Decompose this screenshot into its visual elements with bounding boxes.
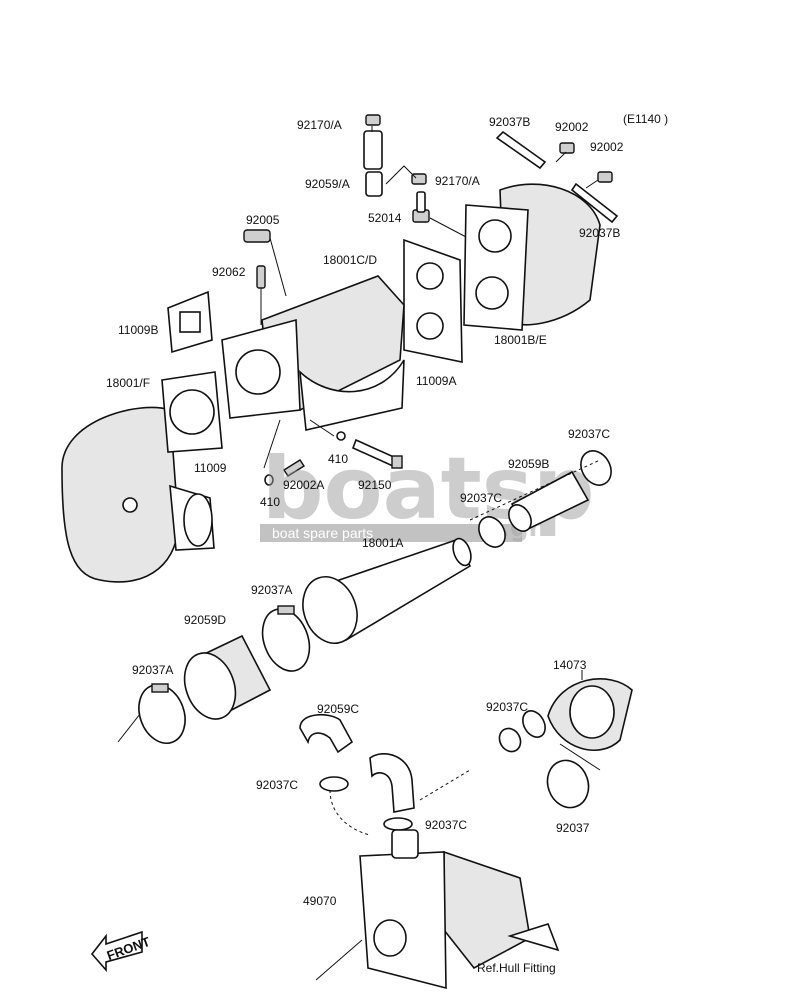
label-18001f: 18001/F xyxy=(106,376,150,390)
clamp-92037c-top xyxy=(580,450,612,486)
gasket-11009a xyxy=(403,238,463,363)
label-49070: 49070 xyxy=(303,894,337,908)
label-92059a: 92059/A xyxy=(305,177,350,191)
label-92037a-lower: 92037A xyxy=(132,663,173,677)
diagram-code: (E1140 ) xyxy=(623,112,668,126)
bolt-92002a xyxy=(283,459,305,477)
label-92062: 92062 xyxy=(212,265,246,279)
exhaust-manifold-18001be xyxy=(463,183,601,331)
washer-410-a xyxy=(336,431,346,441)
sleeve-92059d xyxy=(183,634,272,720)
clamp-92037c-right xyxy=(498,727,522,753)
label-410-a: 410 xyxy=(328,452,348,466)
fitting-52014 xyxy=(412,191,430,223)
label-11009: 11009 xyxy=(194,461,227,475)
label-92170a-side: 92170/A xyxy=(435,174,480,188)
clamp-92037b-right xyxy=(570,182,619,224)
label-92170a-top: 92170/A xyxy=(297,118,342,132)
clamp-92170a-side xyxy=(411,173,427,185)
label-92037c-mid: 92037C xyxy=(460,491,502,505)
label-18001a: 18001A xyxy=(362,536,403,550)
label-92037c-right: 92037C xyxy=(486,700,528,714)
gasket-11009 xyxy=(161,371,223,453)
label-92002a: 92002A xyxy=(283,478,324,492)
label-92005: 92005 xyxy=(246,213,280,227)
bolt-92002-top xyxy=(555,142,575,163)
label-410-b: 410 xyxy=(260,495,280,509)
clamp-92037c-left xyxy=(319,776,349,792)
label-18001cd: 18001C/D xyxy=(323,253,377,267)
label-92037b-right: 92037B xyxy=(579,226,620,240)
label-92037c-bottom: 92037C xyxy=(425,818,467,832)
label-11009a: 11009A xyxy=(416,374,456,388)
label-92002-right: 92002 xyxy=(590,140,624,154)
washer-410-b xyxy=(264,474,274,486)
exhaust-chamber-18001f xyxy=(61,406,215,583)
label-ref-hull-fitting: Ref.Hull Fitting xyxy=(477,961,556,975)
bolt-92002-right xyxy=(585,171,613,189)
pin-92062 xyxy=(256,265,266,289)
hose-92059a xyxy=(363,130,383,197)
clamp-92170a-top xyxy=(365,114,381,126)
clamp-92037c-mid xyxy=(478,516,506,548)
elbow-hose-92059c xyxy=(299,713,415,813)
label-92037a-upper: 92037A xyxy=(251,583,292,597)
clamp-92037c-bottom xyxy=(383,817,413,831)
label-14073: 14073 xyxy=(553,658,587,672)
label-92037c-top: 92037C xyxy=(568,427,610,441)
front-marker: FRONT xyxy=(90,930,152,973)
gasket-11009b xyxy=(167,290,213,354)
cone-pipe-18001a xyxy=(302,537,472,644)
clamp-92037 xyxy=(546,759,590,809)
label-92059c: 92059C xyxy=(317,702,359,716)
clamp-92037a-lower xyxy=(138,683,186,744)
water-box-49070 xyxy=(359,829,560,990)
label-92037: 92037 xyxy=(556,821,590,835)
bolt-92005 xyxy=(243,229,271,243)
hose-fitting-14073 xyxy=(522,678,633,752)
clamp-92037a-upper xyxy=(261,605,311,672)
watermark-tagline: boat spare parts xyxy=(272,525,373,541)
label-92037c-left: 92037C xyxy=(256,778,298,792)
label-92059d: 92059D xyxy=(184,613,226,627)
label-92150: 92150 xyxy=(358,478,392,492)
bolt-92150 xyxy=(351,438,403,469)
label-92059b: 92059B xyxy=(508,457,549,471)
label-92037b-top: 92037B xyxy=(489,115,530,129)
label-92002-top: 92002 xyxy=(555,120,589,134)
label-52014: 52014 xyxy=(368,211,402,225)
label-11009b: 11009B xyxy=(118,323,158,337)
clamp-92037b-top xyxy=(495,130,547,170)
label-18001be: 18001B/E xyxy=(494,333,547,347)
exhaust-chamber-18001cd xyxy=(221,275,405,431)
